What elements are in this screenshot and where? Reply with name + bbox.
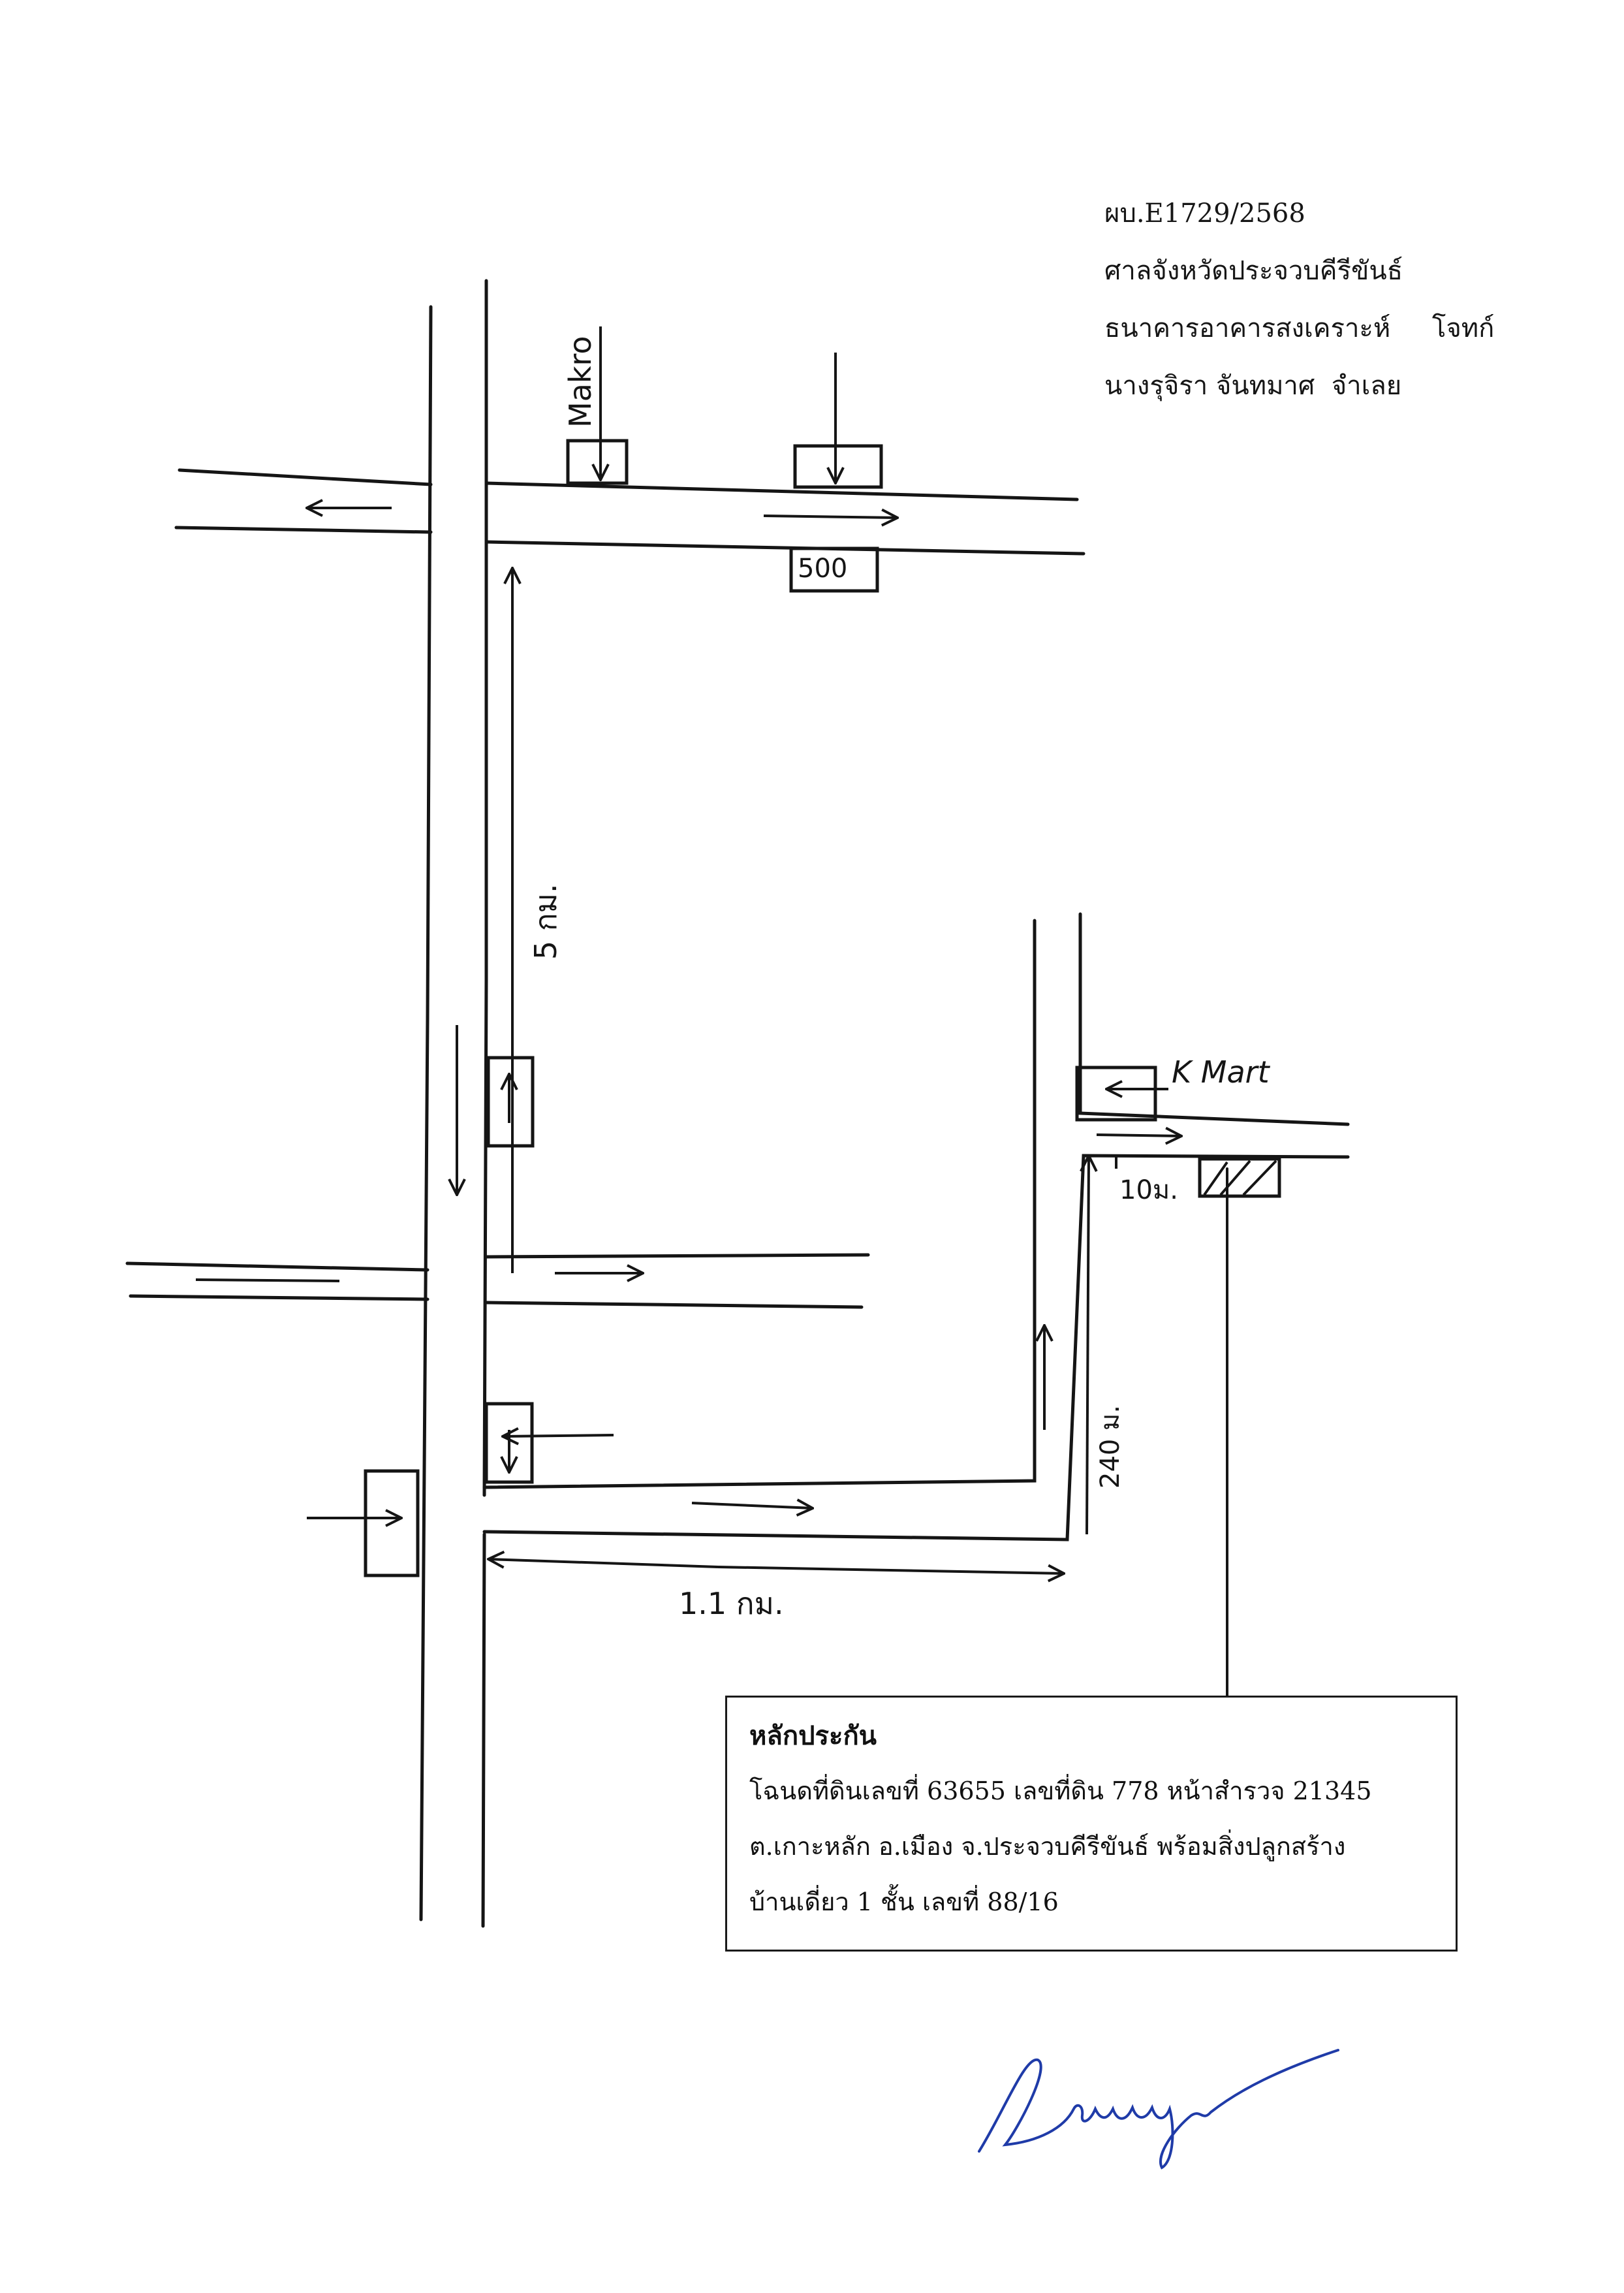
top-road-lower-edge-right bbox=[484, 540, 1085, 556]
office-box-left bbox=[364, 1469, 420, 1577]
dimension-1-1km-right bbox=[717, 1567, 1064, 1573]
label-500: 500 bbox=[798, 554, 848, 584]
main-road-left-edge bbox=[419, 305, 433, 1921]
arrow-top-right-road bbox=[763, 516, 898, 518]
l-road-inner-edge bbox=[482, 919, 1037, 1489]
defendant-line: นางรุจิรา จันทมาศ จำเลย bbox=[1104, 371, 1402, 401]
collateral-title: หลักประกัน bbox=[749, 1720, 877, 1751]
case-number: ผบ.E1729/2568 bbox=[1104, 198, 1305, 229]
main-road-right-edge bbox=[482, 279, 488, 1497]
property-hatch bbox=[1203, 1160, 1277, 1196]
collateral-line-2: ต.เกาะหลัก อ.เมือง จ.ประจวบคีรีขันธ์ พร้… bbox=[749, 1832, 1346, 1861]
top-road-upper-edge-right bbox=[484, 481, 1079, 501]
top-road-lower-edge-left bbox=[174, 526, 433, 534]
label-kmart: K Mart bbox=[1172, 1054, 1270, 1090]
label-1-1km: 1.1 กม. bbox=[679, 1586, 784, 1621]
label-5km: 5 กม. bbox=[528, 883, 563, 960]
fuel-station-box bbox=[793, 444, 883, 489]
mid-road-lower-edge-left bbox=[129, 1294, 429, 1301]
mid-road-lower-edge-right bbox=[484, 1301, 864, 1309]
arrow-school bbox=[503, 1435, 614, 1436]
school-box bbox=[484, 1402, 534, 1484]
temple-box bbox=[486, 1056, 535, 1148]
mid-road-upper-edge-right bbox=[484, 1253, 870, 1259]
collateral-line-3: บ้านเดี่ยว 1 ชั้น เลขที่ 88/16 bbox=[749, 1888, 1059, 1916]
property-box bbox=[1198, 1157, 1281, 1198]
collateral-box: หลักประกัน โฉนดที่ดินเลขที่ 63655 เลขที่… bbox=[725, 1696, 1458, 1952]
label-240m: 240 ม. bbox=[1095, 1404, 1125, 1489]
main-road-lower-right-edge bbox=[481, 1532, 486, 1928]
l-road-outer-edge bbox=[482, 1154, 1350, 1542]
plaintiff-line: ธนาคารอาคารสงเคราะห์ โจทก์ bbox=[1104, 313, 1495, 343]
court-name: ศาลจังหวัดประจวบคีรีขันธ์ bbox=[1104, 256, 1403, 286]
marker-500-box bbox=[789, 546, 879, 593]
arrow-kmart-road bbox=[1096, 1135, 1181, 1136]
label-makro: Makro bbox=[563, 336, 598, 428]
top-road-upper-edge-left bbox=[178, 468, 433, 486]
makro-box bbox=[566, 439, 629, 485]
kmart-box bbox=[1075, 1066, 1157, 1122]
arrow-lower-road bbox=[691, 1503, 813, 1508]
signature bbox=[978, 2049, 1339, 2170]
right-vertical-road bbox=[1078, 912, 1350, 1126]
mid-road-upper-edge-left bbox=[125, 1261, 429, 1272]
arrow-240m-up bbox=[1087, 1156, 1089, 1535]
dimension-1-1km-left bbox=[488, 1559, 719, 1567]
label-10m: 10ม. bbox=[1119, 1175, 1178, 1205]
collateral-line-1: โฉนดที่ดินเลขที่ 63655 เลขที่ดิน 778 หน้… bbox=[749, 1777, 1372, 1805]
arrow-mid-left-road bbox=[195, 1278, 340, 1282]
